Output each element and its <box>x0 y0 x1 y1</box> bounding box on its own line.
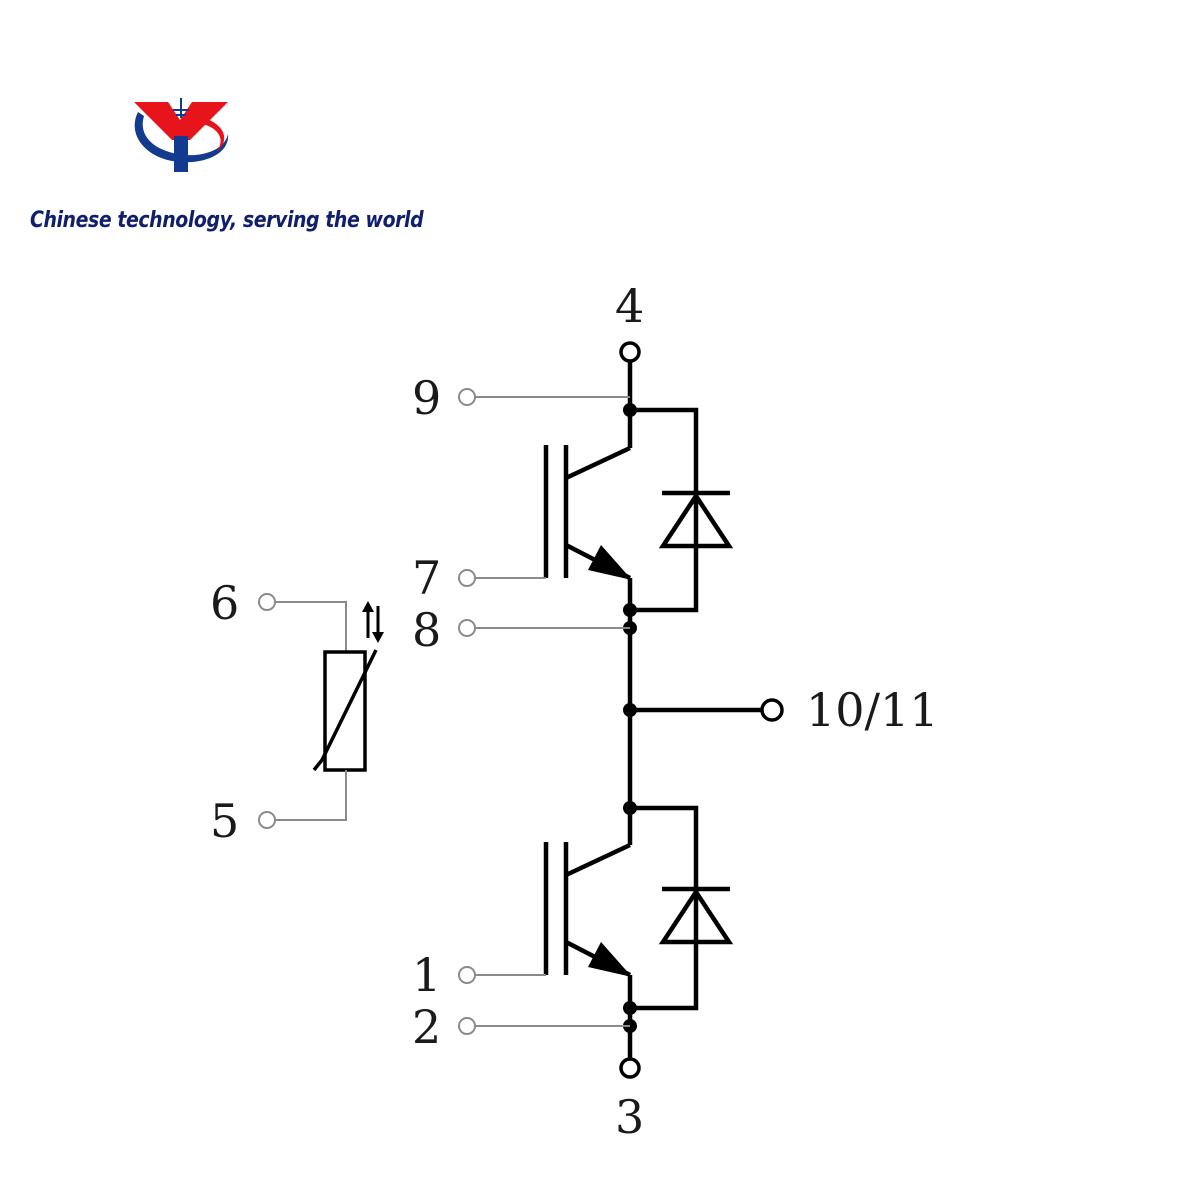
company-slogan: Chinese technology, serving the world <box>30 208 424 233</box>
upper-diode-triangle <box>658 491 734 549</box>
pin-label-7: 7 <box>412 551 441 605</box>
pin-label-2: 2 <box>412 1000 441 1054</box>
upper-igbt <box>458 341 734 710</box>
terminal-3 <box>619 1057 641 1079</box>
logo-stem <box>174 136 188 172</box>
temperature-arrows-icon <box>362 601 384 643</box>
company-logo <box>134 98 229 172</box>
terminal-6 <box>258 593 276 611</box>
pin-label-6: 6 <box>210 576 239 630</box>
lower-emitter-arrow <box>588 942 632 977</box>
pin-label-3: 3 <box>615 1090 644 1144</box>
pin-label-10-11: 10/11 <box>806 683 939 737</box>
pin-label-1: 1 <box>412 948 441 1002</box>
lower-diode-loop <box>630 805 699 1011</box>
terminal-7 <box>458 569 476 587</box>
thermistor-slash <box>312 649 378 772</box>
terminal-8 <box>458 619 476 637</box>
wire-6 <box>275 601 347 652</box>
lower-diode-triangle <box>658 887 734 945</box>
upper-diode-loop <box>630 407 699 613</box>
terminal-2 <box>458 1017 476 1035</box>
lower-igbt <box>458 801 734 1079</box>
terminal-5 <box>258 811 276 829</box>
terminal-10-11 <box>760 698 784 722</box>
terminal-4 <box>619 341 641 363</box>
pin-label-9: 9 <box>412 371 441 425</box>
wire-5 <box>275 770 347 821</box>
pin-label-4: 4 <box>615 279 644 333</box>
upper-emitter-arrow <box>588 545 632 580</box>
pin-label-5: 5 <box>210 794 239 848</box>
lower-collector-diag <box>565 842 631 878</box>
logo-blue-arc <box>134 112 229 163</box>
terminal-1 <box>458 966 476 984</box>
pin-label-8: 8 <box>412 603 441 657</box>
output-node <box>623 698 784 845</box>
node-dot <box>623 603 637 617</box>
terminal-9 <box>458 388 476 406</box>
upper-collector-diag <box>565 445 631 481</box>
ntc-thermistor <box>258 593 384 829</box>
logo-red-arc <box>194 116 225 152</box>
logo-red-swoosh <box>134 102 228 140</box>
node-dot <box>623 1001 637 1015</box>
